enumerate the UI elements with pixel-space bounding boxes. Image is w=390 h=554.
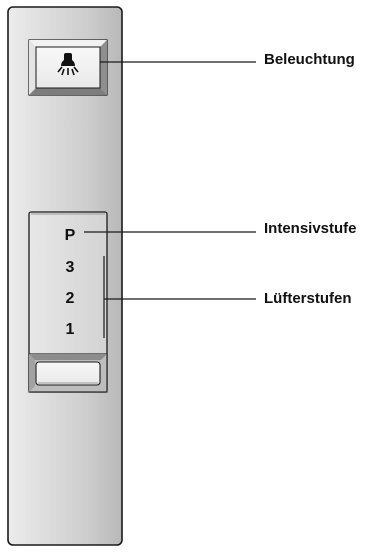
fan-level-3: 3 [66,259,75,276]
callout-fan-levels: Lüfterstufen [264,290,352,307]
fan-level-2: 2 [66,290,75,307]
fan-slider-knob[interactable] [28,353,108,393]
fan-level-p: P [65,227,76,244]
fan-level-1: 1 [66,321,75,338]
callout-lighting: Beleuchtung [264,51,355,68]
light-button[interactable] [28,39,108,96]
lamp-icon [57,53,79,76]
callout-intensive-level: Intensivstufe [264,220,357,237]
